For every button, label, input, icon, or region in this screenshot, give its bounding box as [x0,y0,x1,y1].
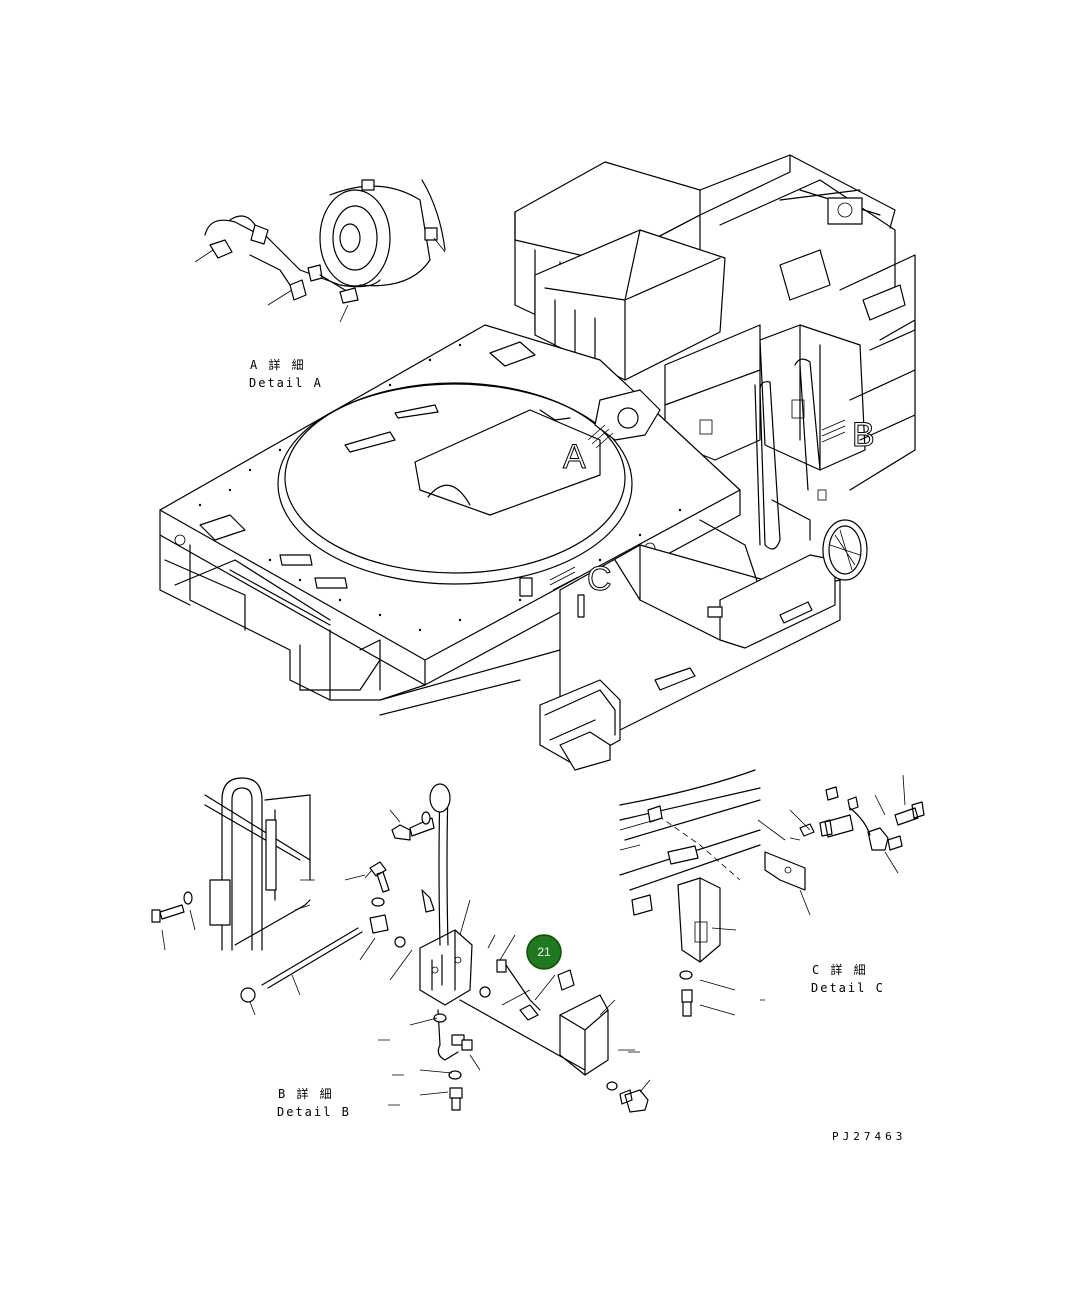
detail-b-drawing [151,777,651,1113]
detail-c-drawing [619,769,925,1017]
detail-b-title-jp: B 詳 細 [278,1086,334,1101]
part-callout-21-label: 21 [537,945,551,959]
view-marker-b: B [852,416,875,454]
detail-a-title-en: Detail A [249,376,323,390]
view-marker-c: C [587,560,612,598]
part-callout-21[interactable]: 21 [526,934,562,970]
detail-a-drawing [194,179,446,323]
drawing-code: PJ27463 [832,1130,906,1143]
detail-b-title-en: Detail B [277,1105,351,1119]
view-marker-a: A [563,438,586,476]
detail-c-title-jp: C 詳 細 [812,962,868,977]
main-assembly-frame [159,154,916,771]
detail-c-title-en: Detail C [811,981,885,995]
detail-a-title-jp: A 詳 細 [250,357,306,372]
